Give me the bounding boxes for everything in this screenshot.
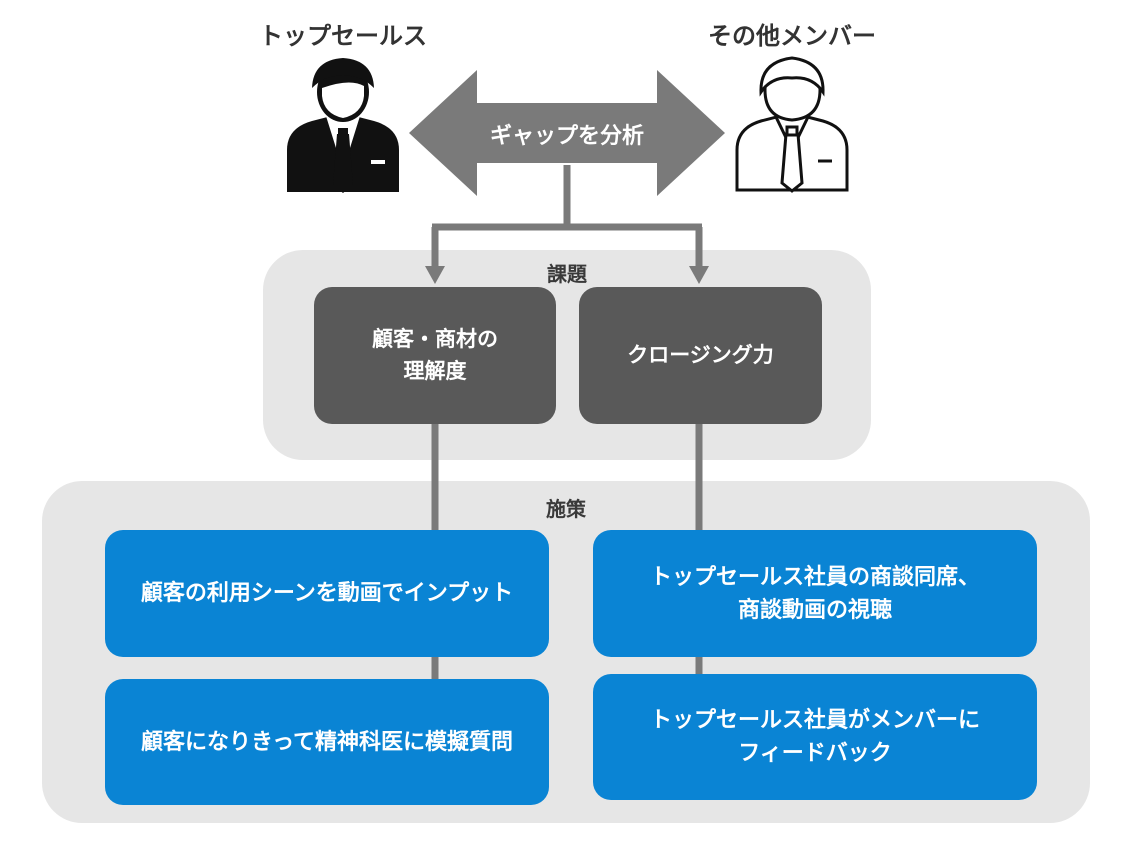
connector-top <box>431 165 703 268</box>
issue-closing-box: クロージング力 <box>579 287 822 424</box>
gap-analysis-label: ギャップを分析 <box>489 124 644 149</box>
measure-mock-question-box: 顧客になりきって精神科医に模擬質問 <box>105 679 549 805</box>
top-sales-person-icon <box>287 58 399 193</box>
measure-feedback-box: トップセールス社員がメンバーに フィードバック <box>593 674 1037 800</box>
other-members-label: その他メンバー <box>708 22 876 50</box>
measure-usage-video-box: 顧客の利用シーンを動画でインプット <box>105 530 549 657</box>
double-arrow <box>409 70 725 196</box>
issue-understanding-box: 顧客・商材の 理解度 <box>314 287 556 424</box>
arrowhead-right-issue <box>689 266 709 284</box>
arrowhead-left-issue <box>425 266 445 284</box>
top-sales-label: トップセールス <box>259 22 427 50</box>
issues-title: 課題 <box>547 262 587 286</box>
other-member-person-icon <box>735 56 849 193</box>
measure-shadowing-box: トップセールス社員の商談同席、 商談動画の視聴 <box>593 530 1037 657</box>
measures-title: 施策 <box>546 497 586 521</box>
